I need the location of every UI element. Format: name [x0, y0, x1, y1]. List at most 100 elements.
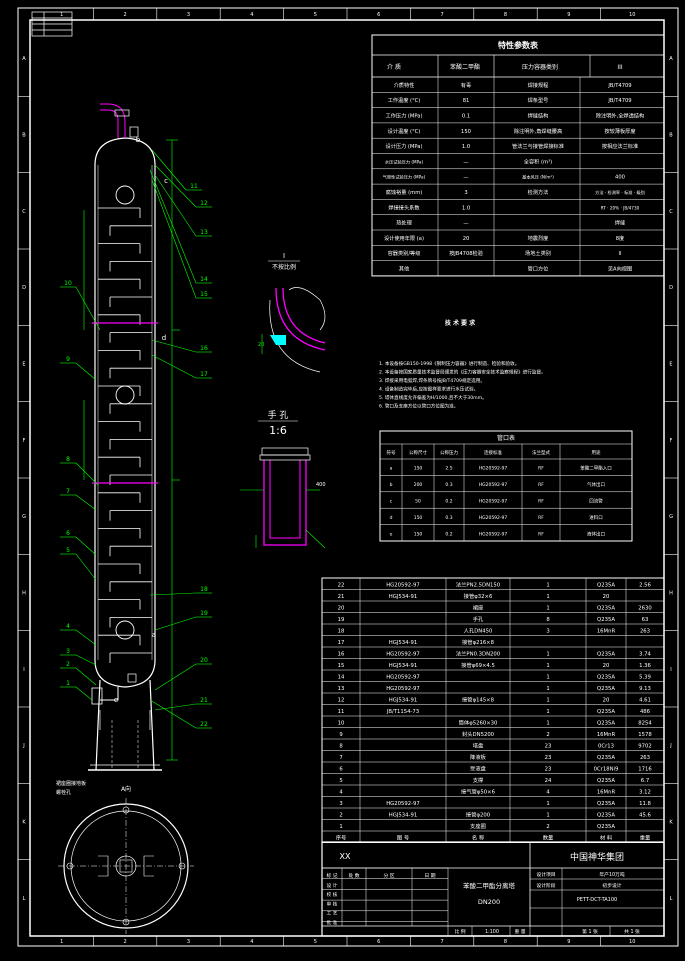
grid-col-bottom: 1 — [60, 939, 63, 945]
nozzle-header-5: 用途 — [592, 449, 601, 456]
spec-cell: 基本风压 (N/m²) — [522, 174, 554, 181]
spec-cell: 1.0 — [462, 205, 470, 211]
spec-cell: 有毒 — [461, 81, 471, 89]
bom-cell: 2.56 — [639, 582, 651, 588]
grid-row-right: D — [669, 285, 673, 291]
nozzle-header-4: 法兰型式 — [532, 449, 550, 456]
bom-cell: 6.7 — [641, 778, 649, 784]
bom-cell: Q235A — [597, 720, 615, 726]
grid-row-right: E — [669, 362, 672, 368]
nozzle-cell: HG20592-97 — [479, 515, 508, 521]
column-vessel — [88, 103, 162, 771]
grid-row-left: J — [22, 743, 24, 749]
spec-cell: 热处理 — [396, 219, 412, 227]
grid-row-left: B — [22, 133, 26, 139]
bom-cell: 5.39 — [639, 674, 651, 680]
grid-col-top: 7 — [441, 12, 444, 18]
nozzle-cell: RF — [538, 482, 544, 488]
spec-cell: — — [463, 175, 468, 181]
spec-cell: 工作温度 (°C) — [388, 96, 421, 104]
bom-cell: 1 — [546, 674, 549, 680]
bom-cell: 2 — [339, 812, 342, 818]
bom-cell: 14 — [338, 674, 345, 680]
grid-row-left: L — [23, 896, 26, 902]
bom-cell: 接管φ200 — [466, 810, 491, 818]
bom-cell: 263 — [640, 755, 650, 761]
leader-label-4: 4 — [66, 623, 70, 630]
bom-cell: HGJ534-91 — [389, 812, 417, 818]
leader-label-15: 15 — [200, 291, 208, 298]
bom-cell: 11 — [338, 709, 345, 715]
nozzle-table-title: 管口表 — [497, 434, 515, 442]
spec-cell: 除注明外,角焊缝腰高 — [514, 127, 562, 135]
spec-cell: 焊缝结构 — [528, 112, 549, 120]
detail-i-drawing: 20 — [258, 287, 326, 373]
grid-row-right: A — [669, 56, 673, 62]
nozzle-cell: 0.2 — [445, 531, 452, 537]
bom-cell: Q235A — [597, 686, 615, 692]
bom-cell: 11.8 — [639, 801, 651, 807]
grid-col-top: 4 — [250, 12, 253, 18]
bom-cell: HG20592-97 — [386, 582, 420, 588]
nozzle-cell: 0.3 — [445, 482, 452, 488]
bom-cell: 8 — [339, 743, 343, 749]
spec-cell: 81 — [463, 98, 470, 104]
grid-col-top: 9 — [567, 12, 570, 18]
spec-cell: 400 — [615, 175, 625, 181]
spec-cell: 工作压力 (MPa) — [386, 112, 423, 120]
grid-col-top: 5 — [314, 12, 317, 18]
nozzle-cell: 回流管 — [589, 497, 603, 504]
title-header-3: 日 期 — [424, 873, 435, 879]
nozzle-cell: HG20592-97 — [479, 531, 508, 537]
bom-cell: 受液盘 — [470, 764, 487, 772]
leader-label-16: 16 — [200, 345, 208, 352]
technical-requirements: 技 术 要 求1. 本设备按GB150-1998《钢制压力容器》进行制造、检验和… — [379, 319, 546, 410]
grid-col-top: 2 — [124, 12, 127, 18]
title-right-label-0: 设计项目 — [536, 871, 555, 878]
leader-label-14: 14 — [200, 276, 208, 283]
grid-row-right: F — [670, 438, 673, 444]
bom-cell: 裙座 — [473, 603, 484, 611]
spec-cell: 地震烈度 — [528, 234, 549, 242]
spec-header-2: 压力容器类别 — [522, 63, 558, 71]
bom-cell: 18 — [338, 628, 345, 634]
grid-col-bottom: 2 — [124, 939, 127, 945]
bom-cell: JB/T1154-73 — [386, 709, 419, 715]
nozzle-cell: RF — [538, 531, 544, 537]
bom-cell: 23 — [545, 743, 552, 749]
bom-cell: Q235A — [597, 824, 615, 830]
grid-row-right: B — [669, 133, 673, 139]
bom-cell: 19 — [338, 617, 345, 623]
grid-row-right: H — [669, 591, 673, 597]
nozzle-letter-b: b — [136, 136, 141, 144]
nozzle-letter-d: d — [162, 334, 166, 342]
grid-row-right: C — [669, 209, 673, 215]
bom-cell: 16MnR — [597, 732, 616, 738]
bom-cell: 4.61 — [639, 697, 651, 703]
drawing-number-dn: DN200 — [478, 898, 500, 906]
spec-cell: 除注明外,全焊透结构 — [596, 112, 644, 120]
title-xx: XX — [340, 852, 351, 861]
leader-label-1: 1 — [66, 680, 70, 687]
spec-cell: 按相应法兰标准 — [602, 142, 638, 150]
grid-row-left: F — [23, 438, 26, 444]
title-header-0: 标 记 — [326, 872, 337, 879]
leader-label-17: 17 — [200, 371, 208, 378]
bom-cell: 15 — [338, 663, 345, 669]
bom-cell: 45.6 — [639, 812, 651, 818]
spec-header-1: 苯酸二甲酯 — [450, 63, 480, 71]
bom-cell: 1 — [546, 812, 549, 818]
tech-req-item: 2. 本设备按国家质量技术监督局颁发的《压力容器安全技术监察规程》进行监督。 — [379, 369, 546, 376]
column-trays — [98, 207, 152, 663]
bom-cell: 263 — [640, 628, 650, 634]
bom-cell: 法兰PN2.5DN150 — [456, 580, 501, 588]
spec-cell: RT · 20% · JB/4730 — [601, 205, 640, 210]
bom-cell: HG20592-97 — [386, 686, 420, 692]
bom-cell: 9 — [339, 732, 342, 738]
nozzle-cell: 150 — [414, 515, 423, 521]
drawing-title: 苯酸二甲酯分离塔 — [463, 881, 516, 890]
